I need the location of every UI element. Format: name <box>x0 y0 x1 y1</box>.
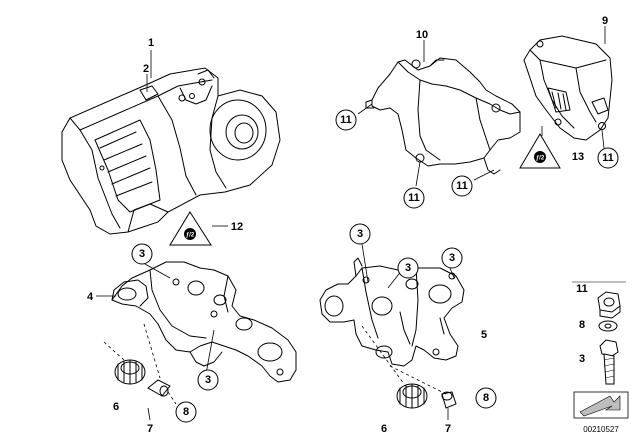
legend-label-11: 11 <box>576 283 588 295</box>
bracket-4[interactable] <box>111 261 297 383</box>
label-7-right: 7 <box>445 423 451 435</box>
legend-label-3: 3 <box>579 353 585 365</box>
hardware-legend: 11 8 3 <box>572 281 626 385</box>
label-2: 2 <box>143 63 149 75</box>
label-5: 5 <box>481 329 487 341</box>
svg-text:8: 8 <box>183 406 189 418</box>
label-9: 9 <box>602 15 608 27</box>
circled-label-3: 3 <box>197 369 219 391</box>
exploded-view-arrow-icon <box>573 391 629 419</box>
bolt-icon <box>599 339 619 385</box>
svg-text:ƒ/2: ƒ/2 <box>536 156 545 162</box>
svg-text:3: 3 <box>139 248 145 260</box>
bracket-10[interactable] <box>365 57 521 175</box>
leader-lines <box>96 26 606 421</box>
control-unit-9[interactable] <box>523 35 613 141</box>
abs-hydraulic-unit[interactable] <box>61 67 281 235</box>
circled-label-11: 11 <box>335 109 357 131</box>
svg-text:11: 11 <box>408 192 420 204</box>
svg-text:8: 8 <box>483 392 489 404</box>
rubber-mount-6-right[interactable] <box>396 383 428 409</box>
label-4: 4 <box>87 291 94 303</box>
svg-text:3: 3 <box>357 228 363 240</box>
rubber-mount-6-left[interactable] <box>114 359 146 385</box>
svg-text:3: 3 <box>405 262 411 274</box>
label-13: 13 <box>572 151 584 163</box>
legend-label-8: 8 <box>579 319 585 331</box>
circled-label-11: 11 <box>451 175 473 197</box>
circled-label-11: 11 <box>403 187 425 209</box>
label-12: 12 <box>231 221 243 233</box>
svg-text:ƒ/2: ƒ/2 <box>186 233 195 239</box>
svg-text:11: 11 <box>456 180 468 192</box>
warning-triangle-icon: ƒ/2 <box>519 133 561 169</box>
circled-label-8: 8 <box>475 387 497 409</box>
circled-label-3: 3 <box>397 257 419 279</box>
washer-icon <box>598 320 618 332</box>
circled-label-3: 3 <box>441 247 463 269</box>
circled-label-3: 3 <box>349 223 371 245</box>
pin-7-left[interactable] <box>147 379 171 397</box>
label-1: 1 <box>148 37 154 49</box>
nut-icon <box>597 291 621 319</box>
label-10: 10 <box>416 29 428 41</box>
circled-label-11: 11 <box>597 147 619 169</box>
circled-label-8: 8 <box>175 401 197 423</box>
label-7-left: 7 <box>147 423 153 435</box>
bracket-5[interactable] <box>319 257 465 367</box>
svg-text:3: 3 <box>205 374 211 386</box>
circled-label-3: 3 <box>131 243 153 265</box>
label-6-right: 6 <box>381 423 387 435</box>
svg-text:11: 11 <box>340 114 352 126</box>
label-6-left: 6 <box>113 401 119 413</box>
warning-triangle-icon: ƒ/2 <box>169 211 212 246</box>
reference-number: 00210527 <box>583 425 619 434</box>
svg-text:3: 3 <box>449 252 455 264</box>
svg-text:11: 11 <box>602 152 614 164</box>
pin-7-right[interactable] <box>441 391 457 409</box>
